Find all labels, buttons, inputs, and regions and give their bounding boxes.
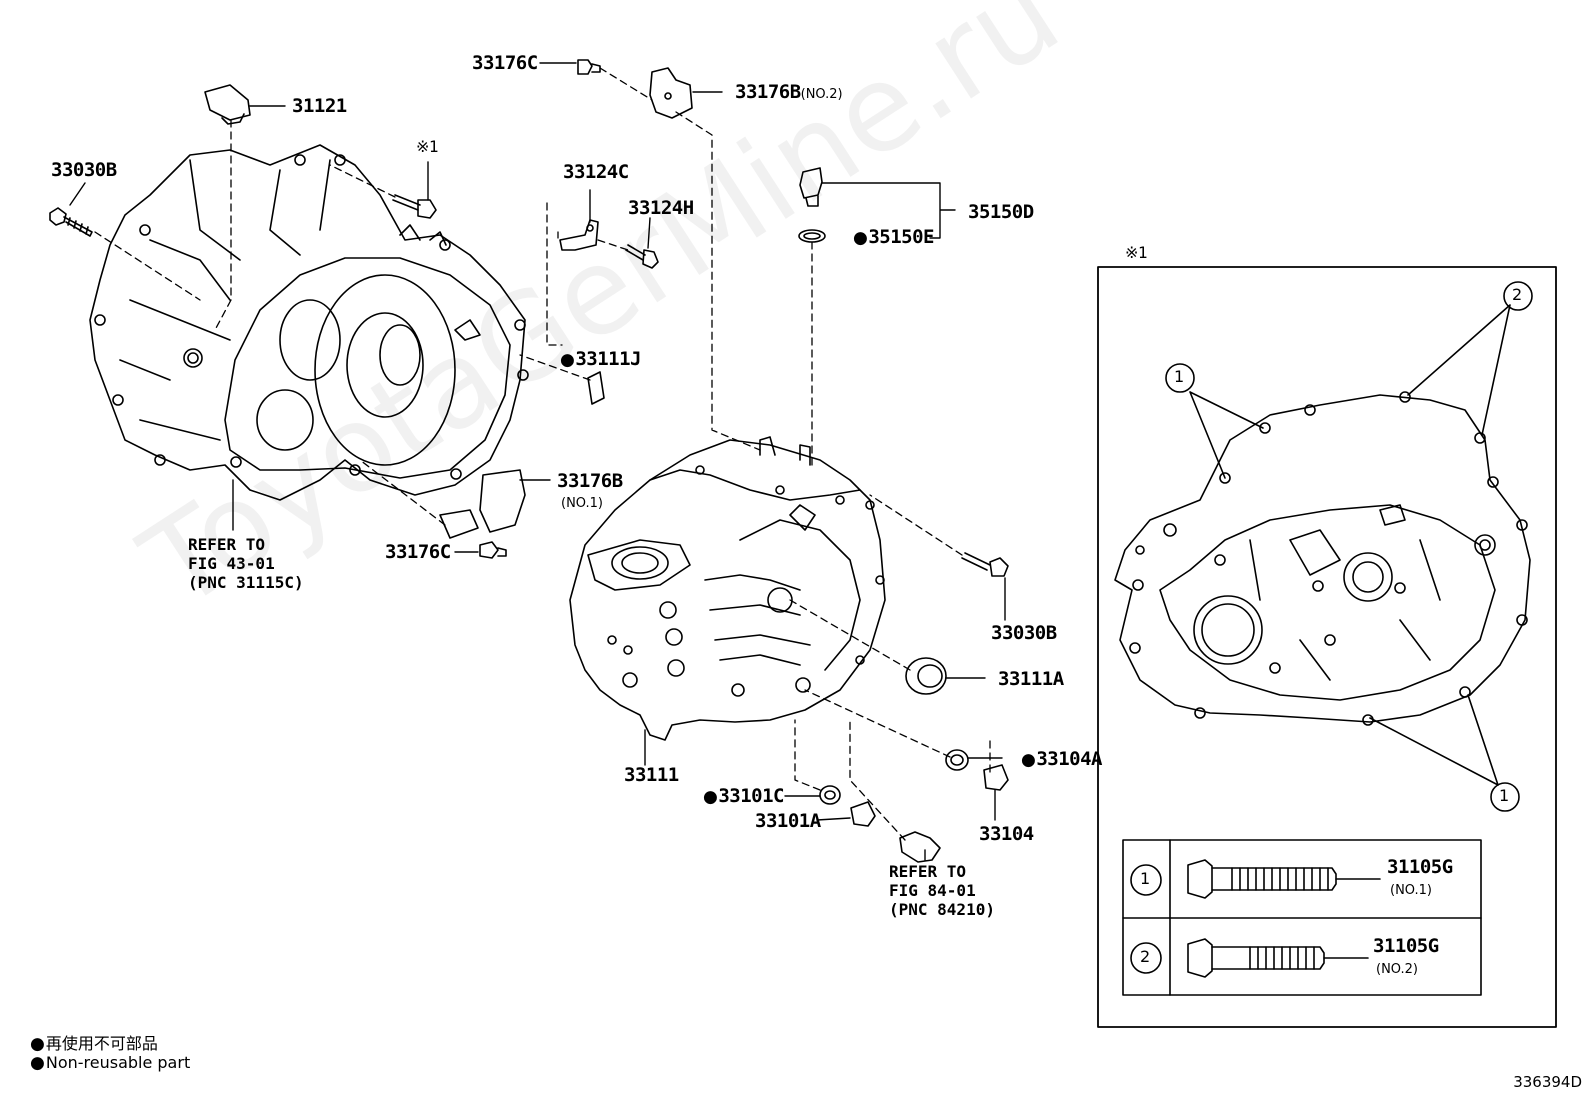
part-33030B-right[interactable]: 33030B [991,622,1057,644]
ref2-line1: REFER TO [889,862,967,881]
part-33104[interactable]: 33104 [979,823,1034,845]
ref1-line1: REFER TO [188,535,266,554]
legend-english: Non-reusable part [30,1053,190,1073]
ref1-line3: (PNC 31115C) [188,573,304,592]
small-parts-drawing [49,59,1009,863]
table-row-2-sub: (NO.2) [1376,962,1418,977]
part-33176B-no2[interactable]: 33176B(NO.2) [735,83,843,102]
ref2-line2: FIG 84-01 [889,881,976,900]
part-33124C[interactable]: 33124C [563,161,629,183]
callout-1-bottom: 1 [1499,786,1509,805]
part-33030B-left[interactable]: 33030B [51,159,117,181]
inset-frame [1097,266,1557,1028]
reference-fig-43-01[interactable]: REFER TO FIG 43-01 (PNC 31115C) [188,535,304,592]
part-33111[interactable]: 33111 [624,764,679,786]
ref1-line2: FIG 43-01 [188,554,275,573]
part-33104A[interactable]: 33104A [1021,750,1102,769]
mark-1-label: ※1 [416,137,439,156]
part-33176B-no1-sub: (NO.1) [561,496,603,511]
table-row-1-number: 1 [1140,869,1150,888]
part-33176C-bottom[interactable]: 33176C [385,541,451,563]
document-id: 336394D [1513,1073,1582,1091]
legend-japanese: 再使用不可部品 [30,1030,158,1054]
table-row-1-part[interactable]: 31105G [1387,856,1453,878]
part-35150D[interactable]: 35150D [968,201,1034,223]
table-row-1-sub: (NO.1) [1390,883,1432,898]
clutch-housing-drawing [89,144,529,501]
part-33176B-no2-sub: (NO.2) [800,87,843,102]
leader-lines [69,62,1006,861]
table-row-2-part[interactable]: 31105G [1373,935,1439,957]
reference-fig-84-01[interactable]: REFER TO FIG 84-01 (PNC 84210) [889,862,995,919]
part-33124H[interactable]: 33124H [628,197,694,219]
ref2-line3: (PNC 84210) [889,900,995,919]
table-row-2-number: 2 [1140,947,1150,966]
part-33176B-no1[interactable]: 33176B [557,470,623,492]
part-33111A[interactable]: 33111A [998,668,1064,690]
part-33176C-top[interactable]: 33176C [472,52,538,74]
inset-title: ※1 [1125,243,1148,262]
part-33111J[interactable]: 33111J [560,350,641,369]
transmission-case-drawing [569,436,886,741]
callout-2: 2 [1512,285,1522,304]
guide-lines [94,67,991,841]
part-33176B-no2-number: 33176B [735,81,801,103]
part-31121[interactable]: 31121 [292,95,347,117]
callout-1-top: 1 [1174,367,1184,386]
part-33101C[interactable]: 33101C [703,787,784,806]
inset-callouts [1130,281,1533,974]
part-33101A[interactable]: 33101A [755,810,821,832]
part-35150E[interactable]: 35150E [853,228,934,247]
